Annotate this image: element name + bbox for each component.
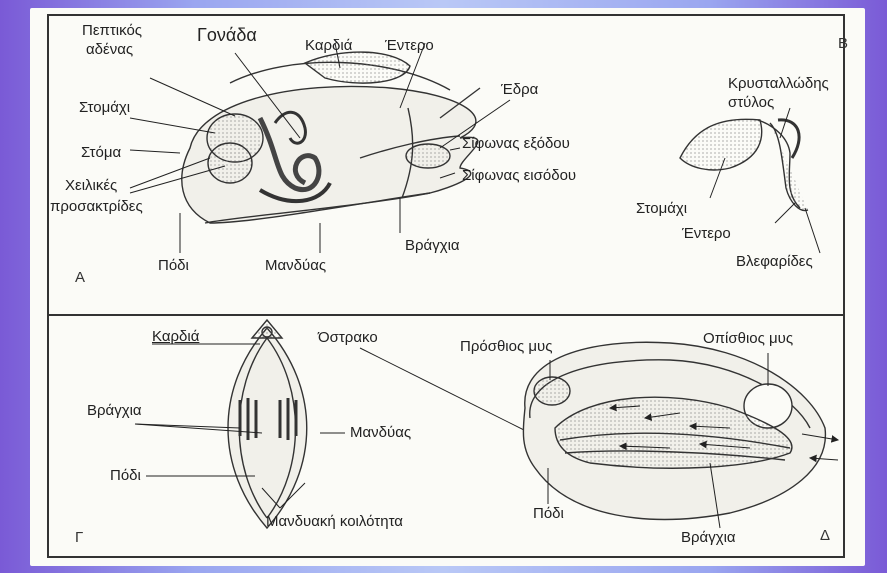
- panel-a-letter: Α: [75, 270, 85, 285]
- label-peptic-gland-line2: αδένας: [86, 42, 133, 57]
- label-labial-palps-line1: Χειλικές: [65, 178, 117, 193]
- stomach-style-drawing: [680, 119, 808, 210]
- label-stomach-a: Στομάχι: [79, 100, 130, 115]
- label-posterior-muscle: Οπίσθιος μυς: [703, 331, 793, 346]
- figure-panel: Πεπτικός αδένας Γονάδα Καρδιά Έντερο Β Σ…: [30, 8, 865, 566]
- label-foot-a: Πόδι: [158, 258, 189, 273]
- label-heart-a: Καρδιά: [305, 38, 352, 53]
- label-peptic-gland-line1: Πεπτικός: [82, 23, 142, 38]
- label-exhalant-siphon: Σίφωνας εξόδου: [462, 136, 570, 151]
- label-gills-c: Βράγχια: [87, 403, 142, 418]
- clam-body-drawing: [182, 52, 480, 223]
- panel-c-leaders: [135, 344, 530, 508]
- label-inhalant-siphon: Σίφωνας εισόδου: [462, 168, 576, 183]
- label-mantle-a: Μανδύας: [265, 258, 326, 273]
- label-labial-palps-line2: προσακτρίδες: [50, 199, 143, 214]
- label-mantle-cavity: Μανδυακή κοιλότητα: [266, 514, 403, 529]
- label-cilia: Βλεφαρίδες: [736, 254, 813, 269]
- label-heart-c: Καρδιά: [152, 329, 199, 344]
- label-intestine-a: Έντερο: [385, 38, 434, 53]
- label-mantle-c: Μανδύας: [350, 425, 411, 440]
- label-crystalline-style-line2: στύλος: [728, 95, 774, 110]
- label-foot-d: Πόδι: [533, 506, 564, 521]
- label-mouth: Στόμα: [81, 145, 121, 160]
- label-gills-d: Βράγχια: [681, 530, 736, 545]
- panel-c-letter: Γ: [75, 530, 83, 545]
- cross-section-drawing: [228, 320, 307, 528]
- label-crystalline-style-line1: Κρυσταλλώδης: [728, 76, 829, 91]
- label-shell: Όστρακο: [318, 330, 378, 345]
- label-stomach-b: Στομάχι: [636, 201, 687, 216]
- label-anterior-muscle: Πρόσθιος μυς: [460, 339, 552, 354]
- panel-b-letter: Β: [838, 36, 848, 51]
- label-gills-a: Βράγχια: [405, 238, 460, 253]
- label-gonad: Γονάδα: [197, 26, 257, 44]
- label-anus: Έδρα: [501, 82, 538, 97]
- open-clam-drawing: [523, 342, 825, 519]
- label-foot-c: Πόδι: [110, 468, 141, 483]
- panel-d-letter: Δ: [820, 528, 830, 543]
- label-intestine-b: Έντερο: [682, 226, 731, 241]
